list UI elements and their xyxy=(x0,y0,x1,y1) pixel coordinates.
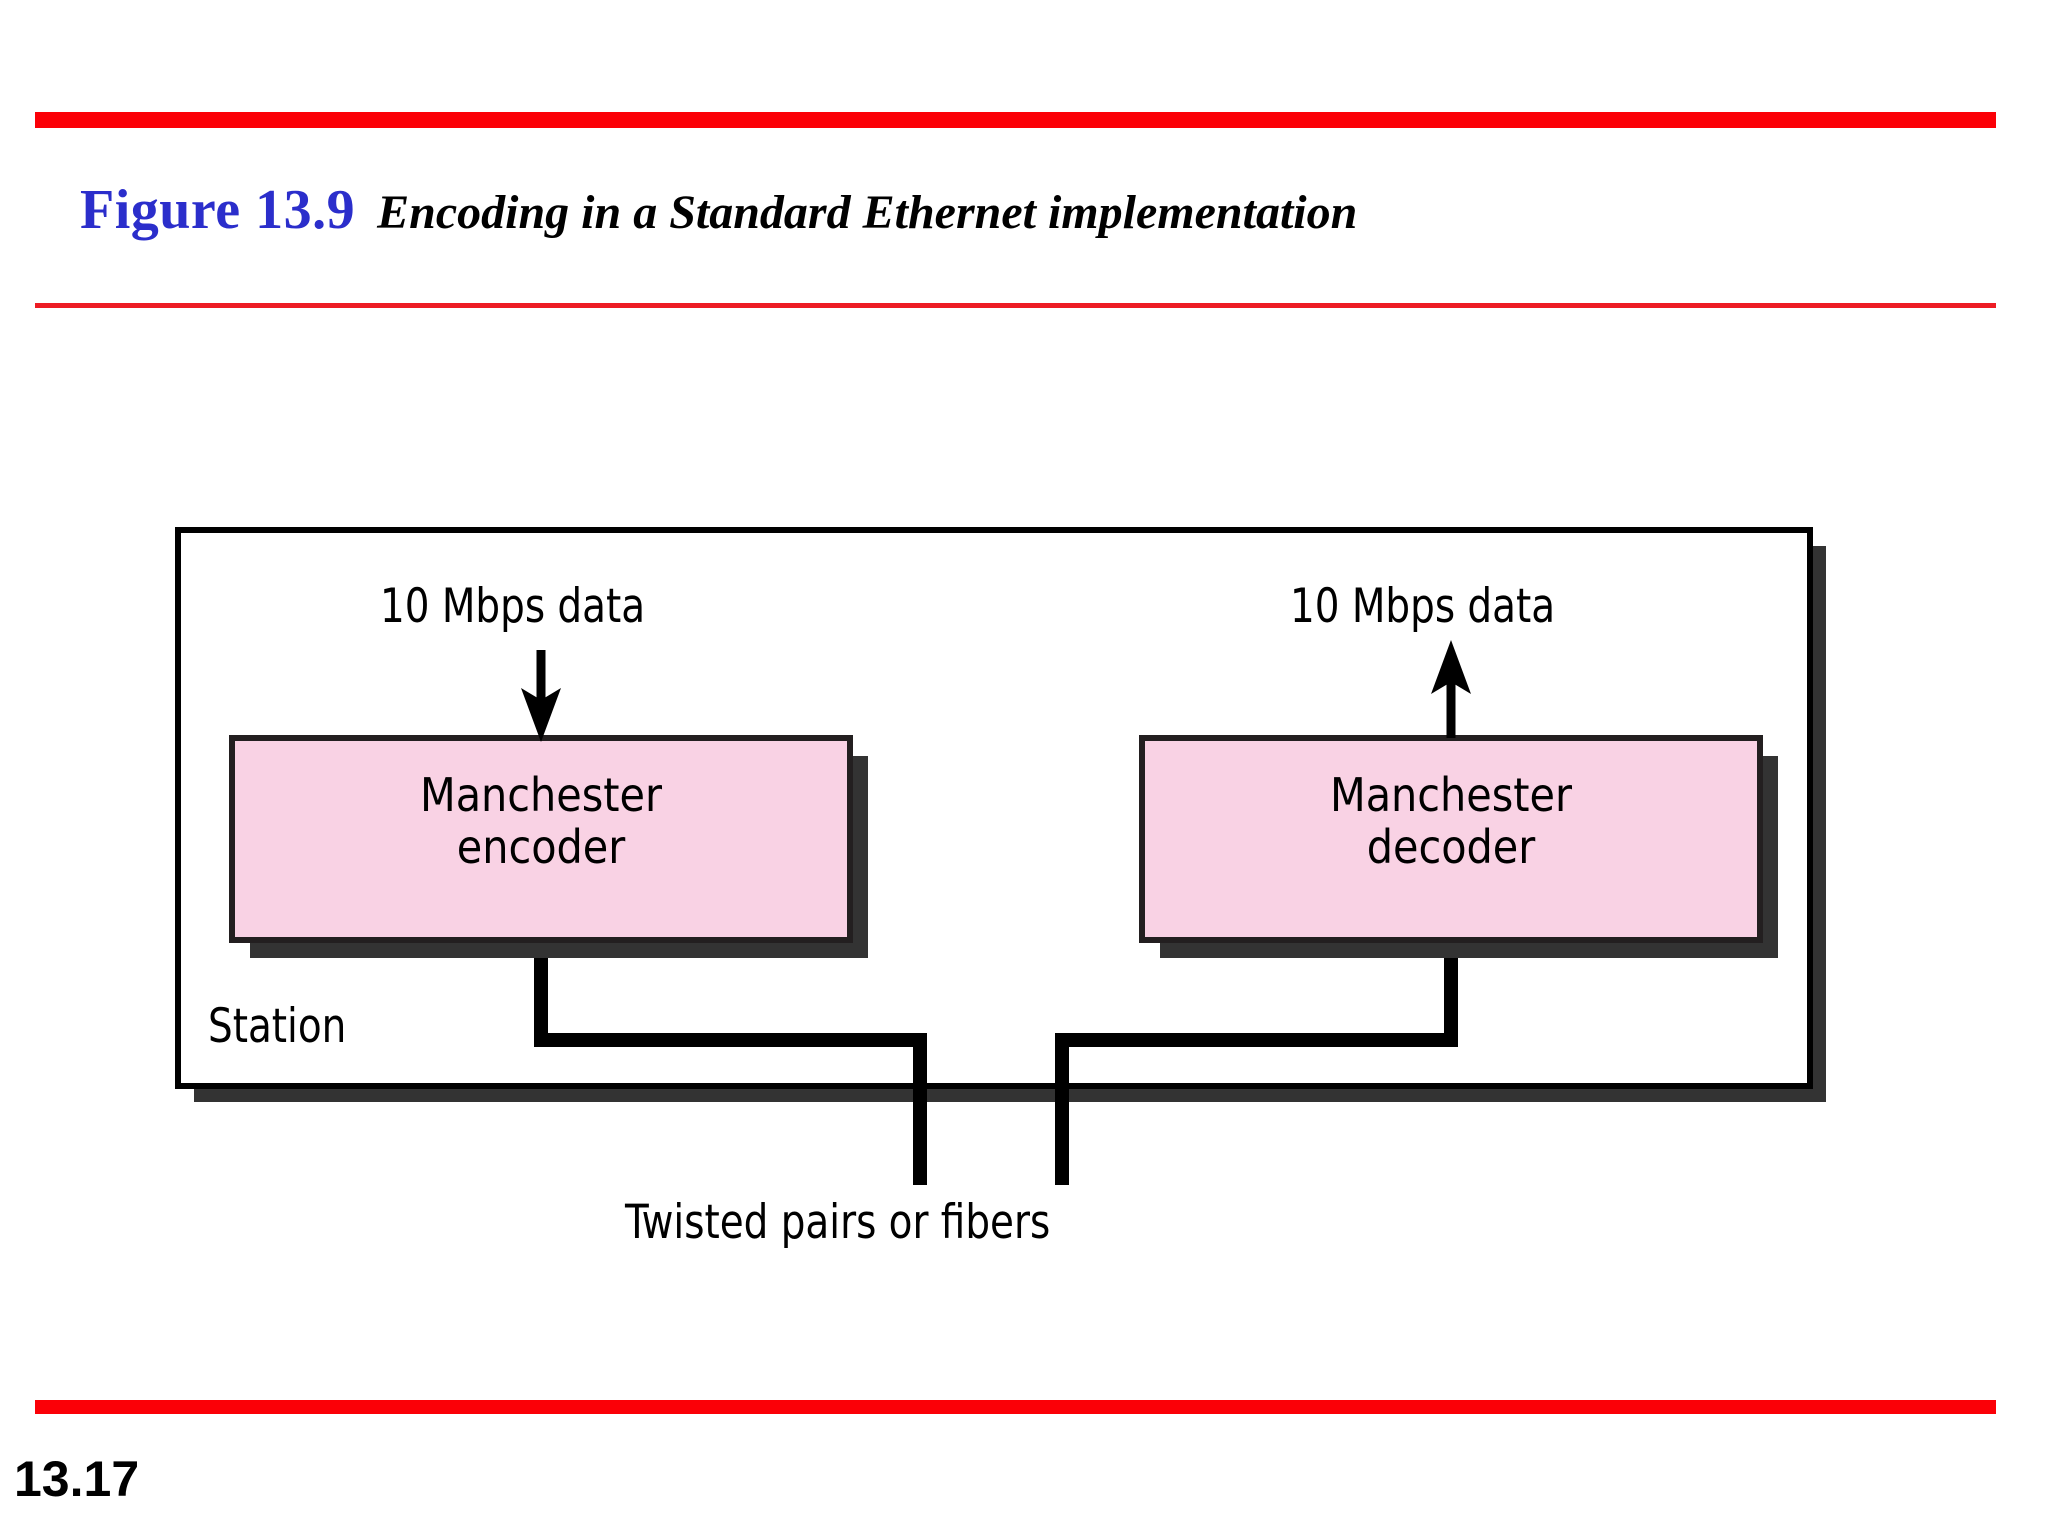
encoder-label-line1: Manchester xyxy=(419,768,663,822)
station-label: Station xyxy=(208,999,347,1054)
medium-label: Twisted pairs or fibers xyxy=(625,1195,1051,1250)
figure-title: Figure 13.9 Encoding in a Standard Ethern… xyxy=(80,182,1357,238)
footer-rule-thick xyxy=(35,1400,1996,1414)
encoder-label-line2: encoder xyxy=(456,819,626,874)
decoder-box-label: Manchester decoder xyxy=(1142,768,1760,874)
encoder-box-label: Manchester encoder xyxy=(232,768,850,874)
decoder-label-line1: Manchester xyxy=(1329,768,1573,822)
figure-caption: Encoding in a Standard Ethernet implemen… xyxy=(377,186,1358,239)
page-number: 13.17 xyxy=(14,1451,140,1507)
wire-medium-to-decoder xyxy=(1055,940,1458,1185)
encoder-box xyxy=(229,735,853,943)
decoder-label-line2: decoder xyxy=(1366,819,1536,874)
decoder-box xyxy=(1139,735,1763,943)
header-rule-thin xyxy=(35,303,1996,308)
figure-number: Figure 13.9 xyxy=(80,179,356,241)
encoder-input-label: 10 Mbps data xyxy=(380,579,646,634)
decoder-output-label: 10 Mbps data xyxy=(1290,579,1556,634)
arrow-up-out-of-decoder xyxy=(1431,640,1471,738)
header-rule-thick xyxy=(35,112,1996,128)
wire-encoder-to-medium xyxy=(534,940,927,1185)
arrow-down-into-encoder xyxy=(521,650,561,742)
